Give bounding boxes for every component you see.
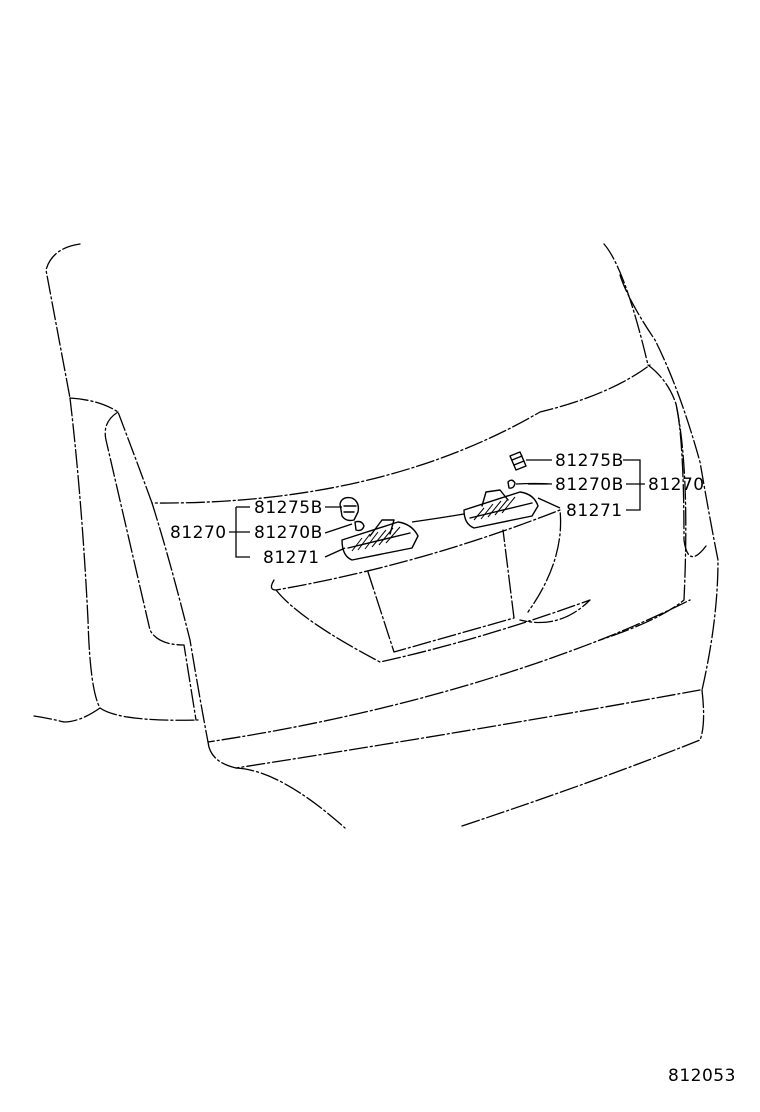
left-socket[interactable] <box>339 496 360 522</box>
bumper-top <box>207 689 701 769</box>
rear-window-bottom <box>69 364 651 504</box>
rear-window-top <box>603 243 649 366</box>
right-lens-label[interactable]: 81271 <box>566 501 623 521</box>
right-leaders <box>515 459 645 511</box>
right-assembly-label[interactable]: 81270 <box>648 475 705 495</box>
left-taillight <box>104 411 197 721</box>
right-pillar <box>619 274 719 691</box>
right-labels: 81275B 81270B 81271 81270 <box>555 451 705 521</box>
left-pillar <box>69 397 199 721</box>
bumper-bottom <box>235 767 346 829</box>
license-plate <box>367 529 515 653</box>
left-leaders <box>229 506 465 558</box>
left-socket-label[interactable]: 81275B <box>254 498 323 518</box>
left-assembly-label[interactable]: 81270 <box>170 523 227 543</box>
right-body-edge <box>599 403 687 641</box>
left-lamp-assembly <box>339 496 419 561</box>
left-bulb[interactable] <box>354 520 365 532</box>
left-lens-label[interactable]: 81271 <box>263 548 320 568</box>
license-recess <box>275 589 591 663</box>
right-bulb[interactable] <box>507 479 516 489</box>
garnish-strip <box>270 509 562 613</box>
right-taillight <box>647 364 707 558</box>
vehicle-outline <box>33 243 719 829</box>
left-lamp-lens[interactable] <box>341 521 419 561</box>
roof-line <box>45 243 81 399</box>
diagram-code: 812053 <box>668 1066 736 1086</box>
left-labels: 81275B 81270B 81271 81270 <box>170 498 323 568</box>
right-bulb-label[interactable]: 81270B <box>555 475 624 495</box>
right-lens-hatch <box>473 496 516 521</box>
right-lamp-assembly <box>463 451 539 529</box>
bumper-lower-edge <box>461 689 705 827</box>
tailgate-lower <box>151 502 691 743</box>
right-socket-label[interactable]: 81275B <box>555 451 624 471</box>
left-quarter <box>33 707 101 723</box>
left-bulb-label[interactable]: 81270B <box>254 523 323 543</box>
